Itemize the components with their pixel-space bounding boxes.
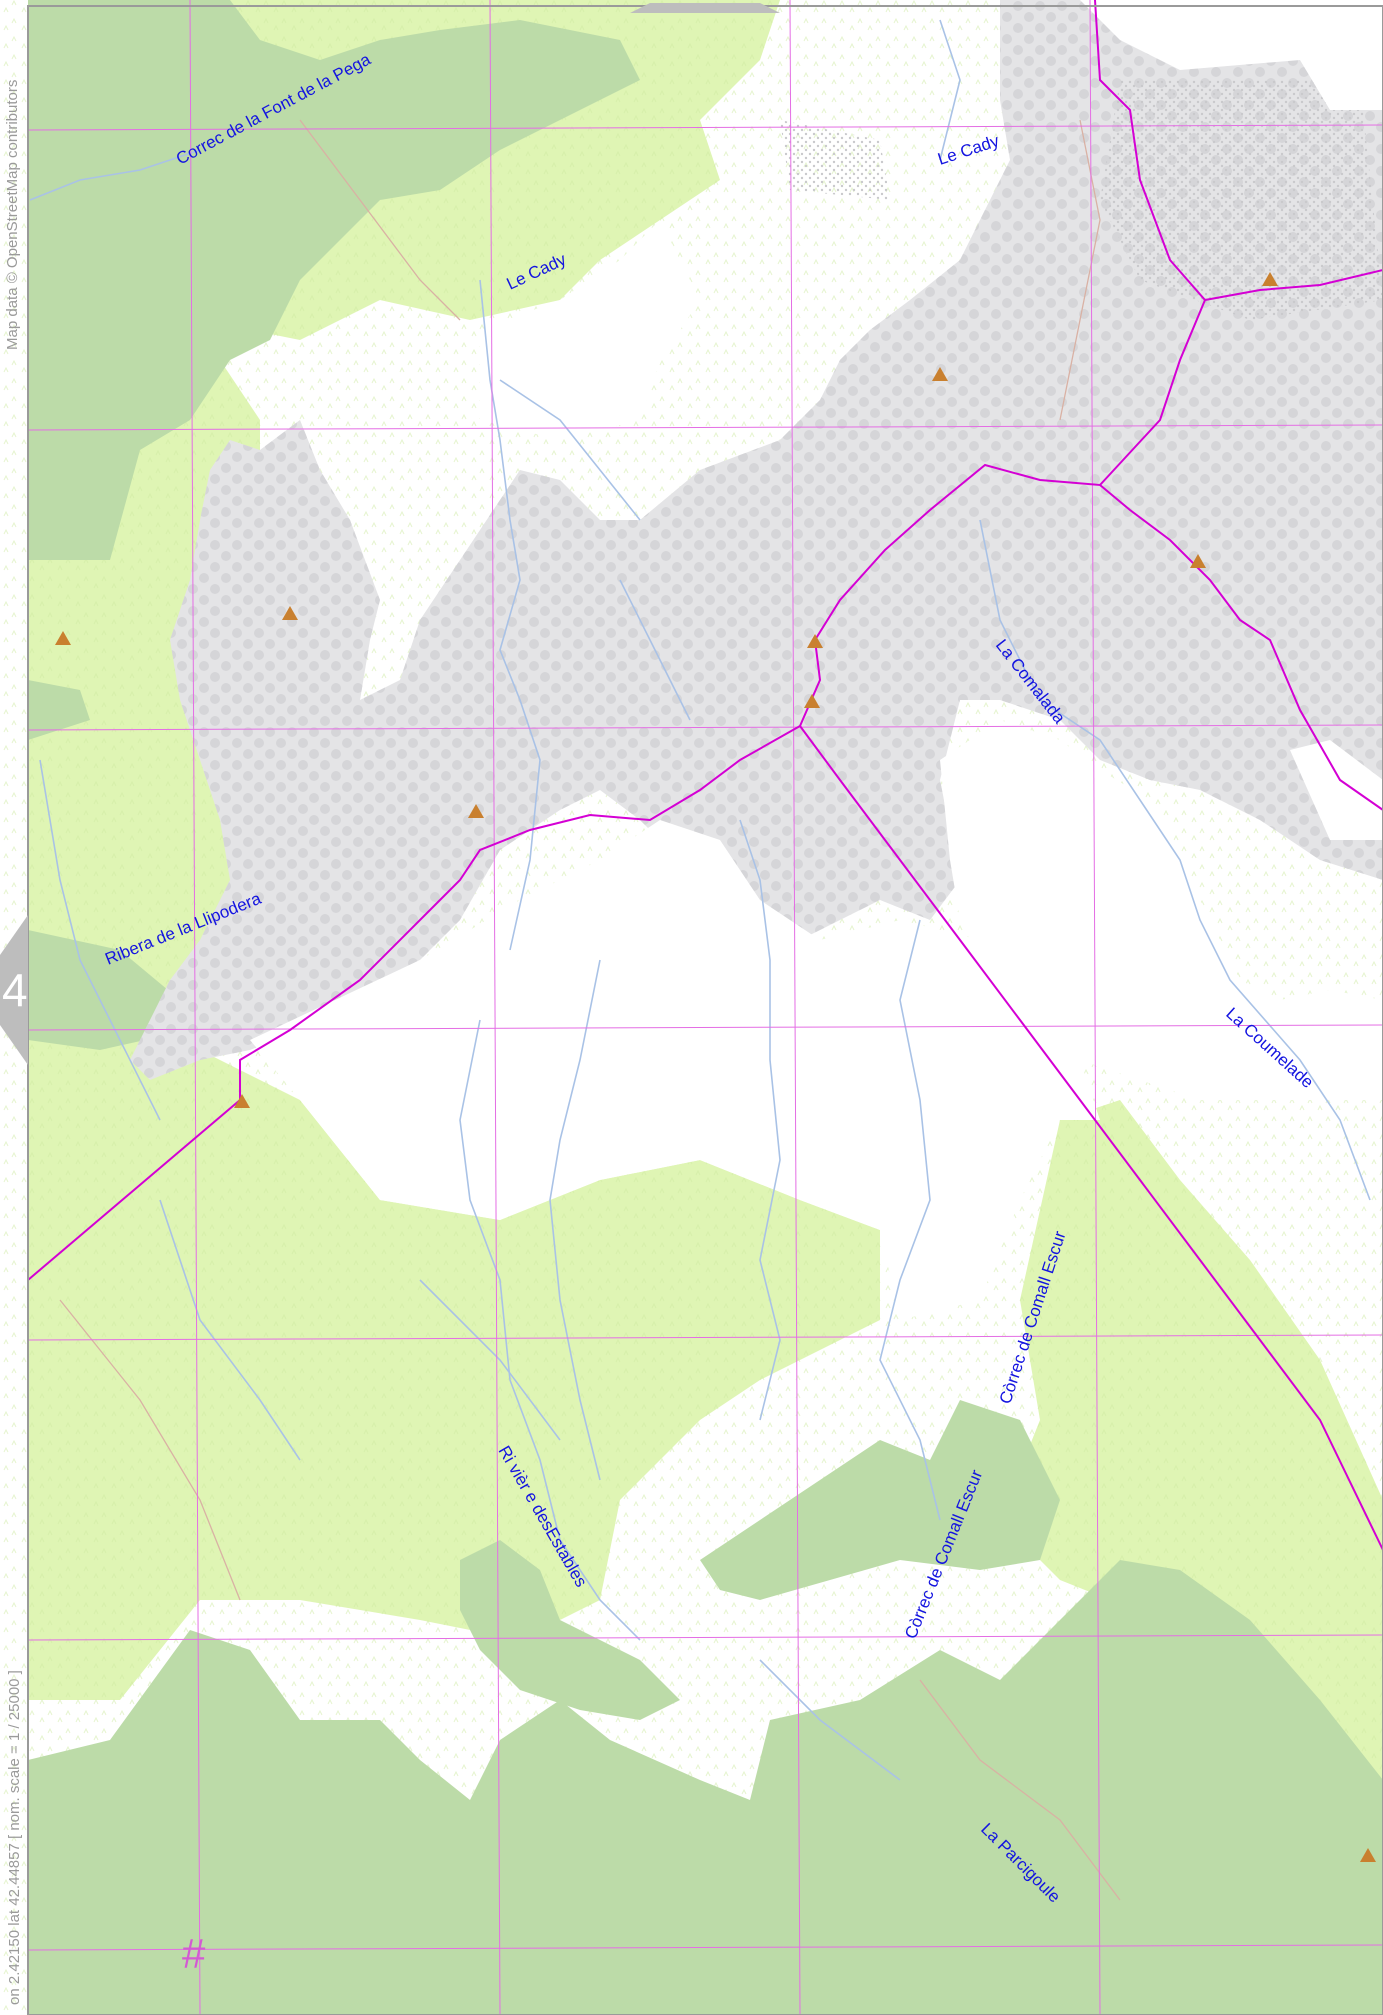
coordinates-scale-text: on 2.42150 lat 42.44857 [ nom. scale = 1… <box>6 1670 23 2005</box>
rock-areas <box>130 0 1383 1100</box>
peak-icon <box>932 367 948 381</box>
left-tab-arrow-icon <box>0 915 28 1065</box>
peak-icon <box>468 804 484 818</box>
top-tab-arrow-icon <box>630 3 780 13</box>
peak-icon <box>55 631 71 645</box>
left-tab-number: 4 <box>2 964 28 1016</box>
peak-icon <box>1190 554 1206 568</box>
top-page-tab[interactable] <box>630 0 780 13</box>
peak-icon <box>807 634 823 648</box>
peak-icon <box>1262 272 1278 286</box>
tracks <box>59 119 1121 1901</box>
coordinate-grid <box>27 0 1383 2015</box>
peak-markers <box>55 272 1376 1862</box>
grid-hash-mark: # <box>182 1930 206 1977</box>
forest-areas <box>28 0 1383 2015</box>
open-terrain <box>250 820 1100 1320</box>
attribution-text: Map data © OpenStreetMap contributors <box>4 79 21 350</box>
streams <box>29 19 1371 1781</box>
left-page-tab[interactable]: 4 <box>0 915 28 1065</box>
peak-icon <box>804 694 820 708</box>
peak-icon <box>282 606 298 620</box>
peak-icon <box>234 1094 250 1108</box>
admin-boundary <box>27 0 1383 1551</box>
peak-icon <box>1360 1848 1376 1862</box>
